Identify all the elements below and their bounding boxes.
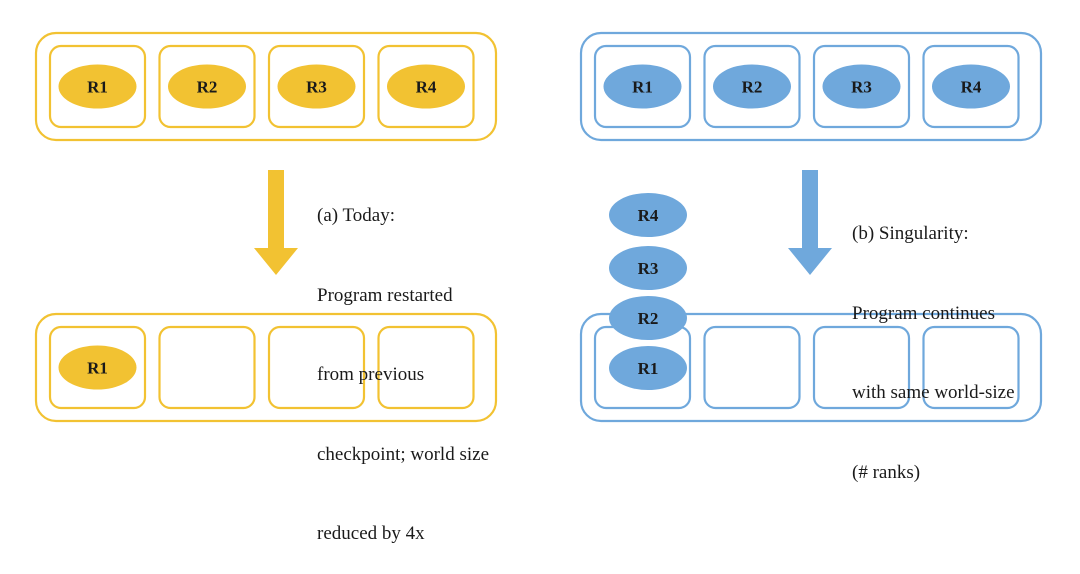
singularity-rank-ellipse bbox=[822, 64, 901, 109]
today-rank-ellipse bbox=[58, 64, 137, 109]
today-slot bbox=[267, 325, 366, 410]
singularity-stacked-rank-label: R1 bbox=[638, 359, 659, 378]
today-rank-ellipse bbox=[168, 64, 246, 109]
singularity-slot bbox=[703, 325, 801, 410]
singularity-rank-label: R2 bbox=[742, 78, 763, 97]
singularity-slot bbox=[922, 325, 1020, 410]
singularity-caption: (b) Singularity: Program continues with … bbox=[852, 168, 1015, 513]
singularity-caption-line: (b) Singularity: bbox=[852, 223, 969, 244]
singularity-stacked-rank-ellipse bbox=[609, 346, 687, 390]
today-rank-ellipse bbox=[387, 64, 465, 109]
today-rank-ellipse bbox=[277, 64, 356, 109]
singularity-caption-line: Program continues bbox=[852, 302, 996, 324]
today-rank-label: R2 bbox=[197, 78, 218, 97]
singularity-stacked-rank-label: R3 bbox=[638, 259, 659, 278]
today-rank-label: R1 bbox=[87, 359, 108, 378]
today-slot bbox=[377, 325, 475, 410]
down-arrow-icon bbox=[788, 170, 832, 275]
singularity-stacked-rank-ellipse bbox=[609, 193, 687, 237]
singularity-rank-label: R3 bbox=[851, 78, 872, 97]
today-caption-line: Program restarted bbox=[317, 284, 453, 306]
singularity-caption-line: (# ranks) bbox=[852, 461, 921, 483]
today-rank-label: R3 bbox=[306, 78, 327, 97]
singularity-stacked-rank-label: R2 bbox=[638, 309, 659, 328]
today-rank-ellipse bbox=[58, 345, 137, 390]
singularity-stacked-rank-ellipse bbox=[609, 246, 687, 290]
today-caption-line: reduced by 4x bbox=[317, 523, 425, 544]
today-slot bbox=[158, 325, 256, 410]
singularity-slot bbox=[812, 325, 911, 410]
today-caption-line: from previous bbox=[317, 364, 425, 385]
down-arrow-icon bbox=[254, 170, 298, 275]
today-rank-label: R1 bbox=[87, 78, 108, 97]
singularity-rank-label: R4 bbox=[961, 78, 982, 97]
today-caption-line: checkpoint; world size bbox=[317, 443, 490, 465]
today-caption-line: (a) Today: bbox=[317, 205, 395, 226]
singularity-stacked-rank-ellipse bbox=[609, 296, 687, 340]
today-caption: (a) Today: Program restarted from previo… bbox=[317, 150, 489, 574]
singularity-rank-label: R1 bbox=[632, 78, 653, 97]
singularity-rank-ellipse bbox=[932, 64, 1010, 109]
today-rank-label: R4 bbox=[416, 78, 437, 97]
singularity-rank-ellipse bbox=[713, 64, 791, 109]
singularity-stacked-rank-label: R4 bbox=[638, 206, 659, 225]
singularity-rank-ellipse bbox=[603, 64, 682, 109]
singularity-caption-line: with same world-size bbox=[852, 382, 1015, 403]
